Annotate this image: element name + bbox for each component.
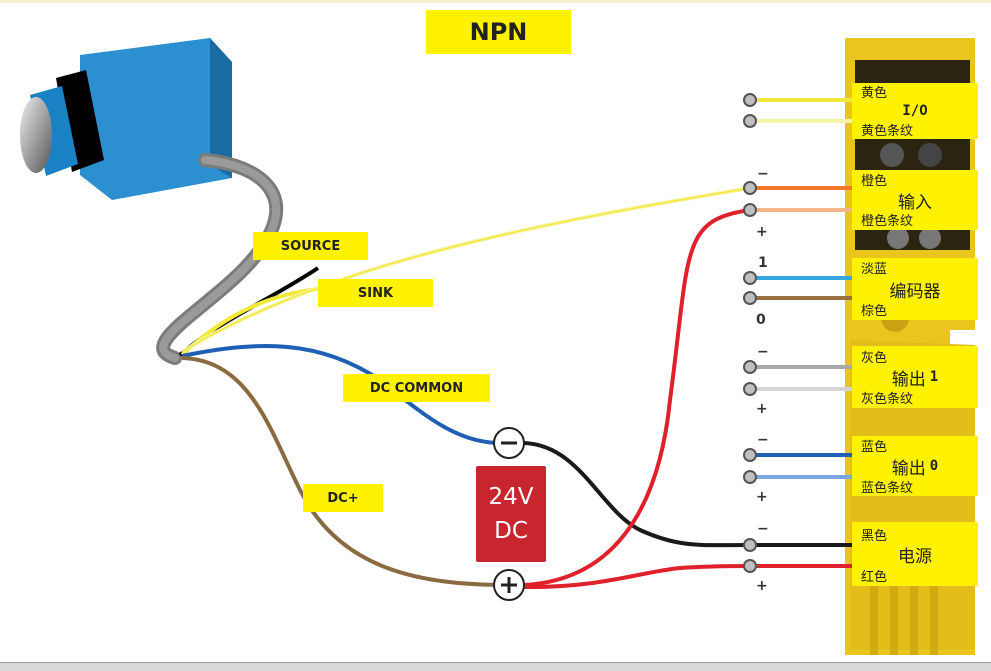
encoder-1-mark: 1 (758, 255, 768, 271)
group-encoder: 编码器 (852, 258, 978, 320)
output1-plus-mark: + (756, 401, 768, 417)
top-border (0, 0, 991, 3)
wire-label-brown: 棕色 (861, 304, 888, 319)
input-minus-mark: − (757, 166, 769, 182)
wire-label-blue: 蓝色 (861, 440, 888, 455)
dc-common-label: DC COMMON (343, 374, 490, 402)
wire-label-black: 黑色 (861, 529, 888, 544)
wire-label-gray: 灰色 (861, 351, 888, 366)
wire-label-light-blue: 淡蓝 (861, 262, 888, 277)
dc-plus-wire (181, 356, 509, 587)
terminal-wires (750, 98, 852, 568)
sink-label: SINK (318, 279, 433, 307)
terminal-studs (743, 93, 757, 573)
output0-plus-mark: + (756, 489, 768, 505)
power-supply-voltage: 24V (488, 484, 534, 510)
power-plus-mark: + (756, 578, 768, 594)
sink-wire-to-input (180, 186, 751, 354)
supply-plus-terminal (493, 569, 525, 601)
group-input: 输入 (852, 170, 978, 230)
power-supply-24v-dc: 24V DC (476, 466, 546, 562)
wire-label-red: 红色 (861, 570, 888, 585)
supply-minus-terminal (493, 427, 525, 459)
input-plus-mark: + (756, 224, 768, 240)
dc-plus-label: DC+ (303, 484, 383, 512)
photoelectric-sensor (20, 38, 232, 200)
output1-minus-mark: − (757, 344, 769, 360)
power-supply-type: DC (494, 518, 528, 544)
supply-red-wire (523, 208, 751, 587)
group-io: I/O (852, 83, 978, 139)
group-power: 电源 (852, 522, 978, 586)
bottom-border (0, 662, 991, 671)
wire-label-yellow-stripe: 黄色条纹 (861, 124, 914, 139)
wire-label-blue-stripe: 蓝色条纹 (861, 481, 914, 496)
wire-label-yellow: 黄色 (861, 86, 888, 101)
wire-label-gray-stripe: 灰色条纹 (861, 392, 914, 407)
output0-minus-mark: − (757, 432, 769, 448)
wire-label-orange-stripe: 橙色条纹 (861, 214, 914, 229)
source-label: SOURCE (253, 232, 368, 260)
power-minus-mark: − (757, 521, 769, 537)
supply-black-wire (523, 441, 751, 548)
wire-label-orange: 橙色 (861, 174, 888, 189)
supply-red-wire-2 (523, 564, 751, 590)
encoder-0-mark: 0 (756, 312, 766, 328)
diagram-title: NPN (426, 10, 571, 54)
